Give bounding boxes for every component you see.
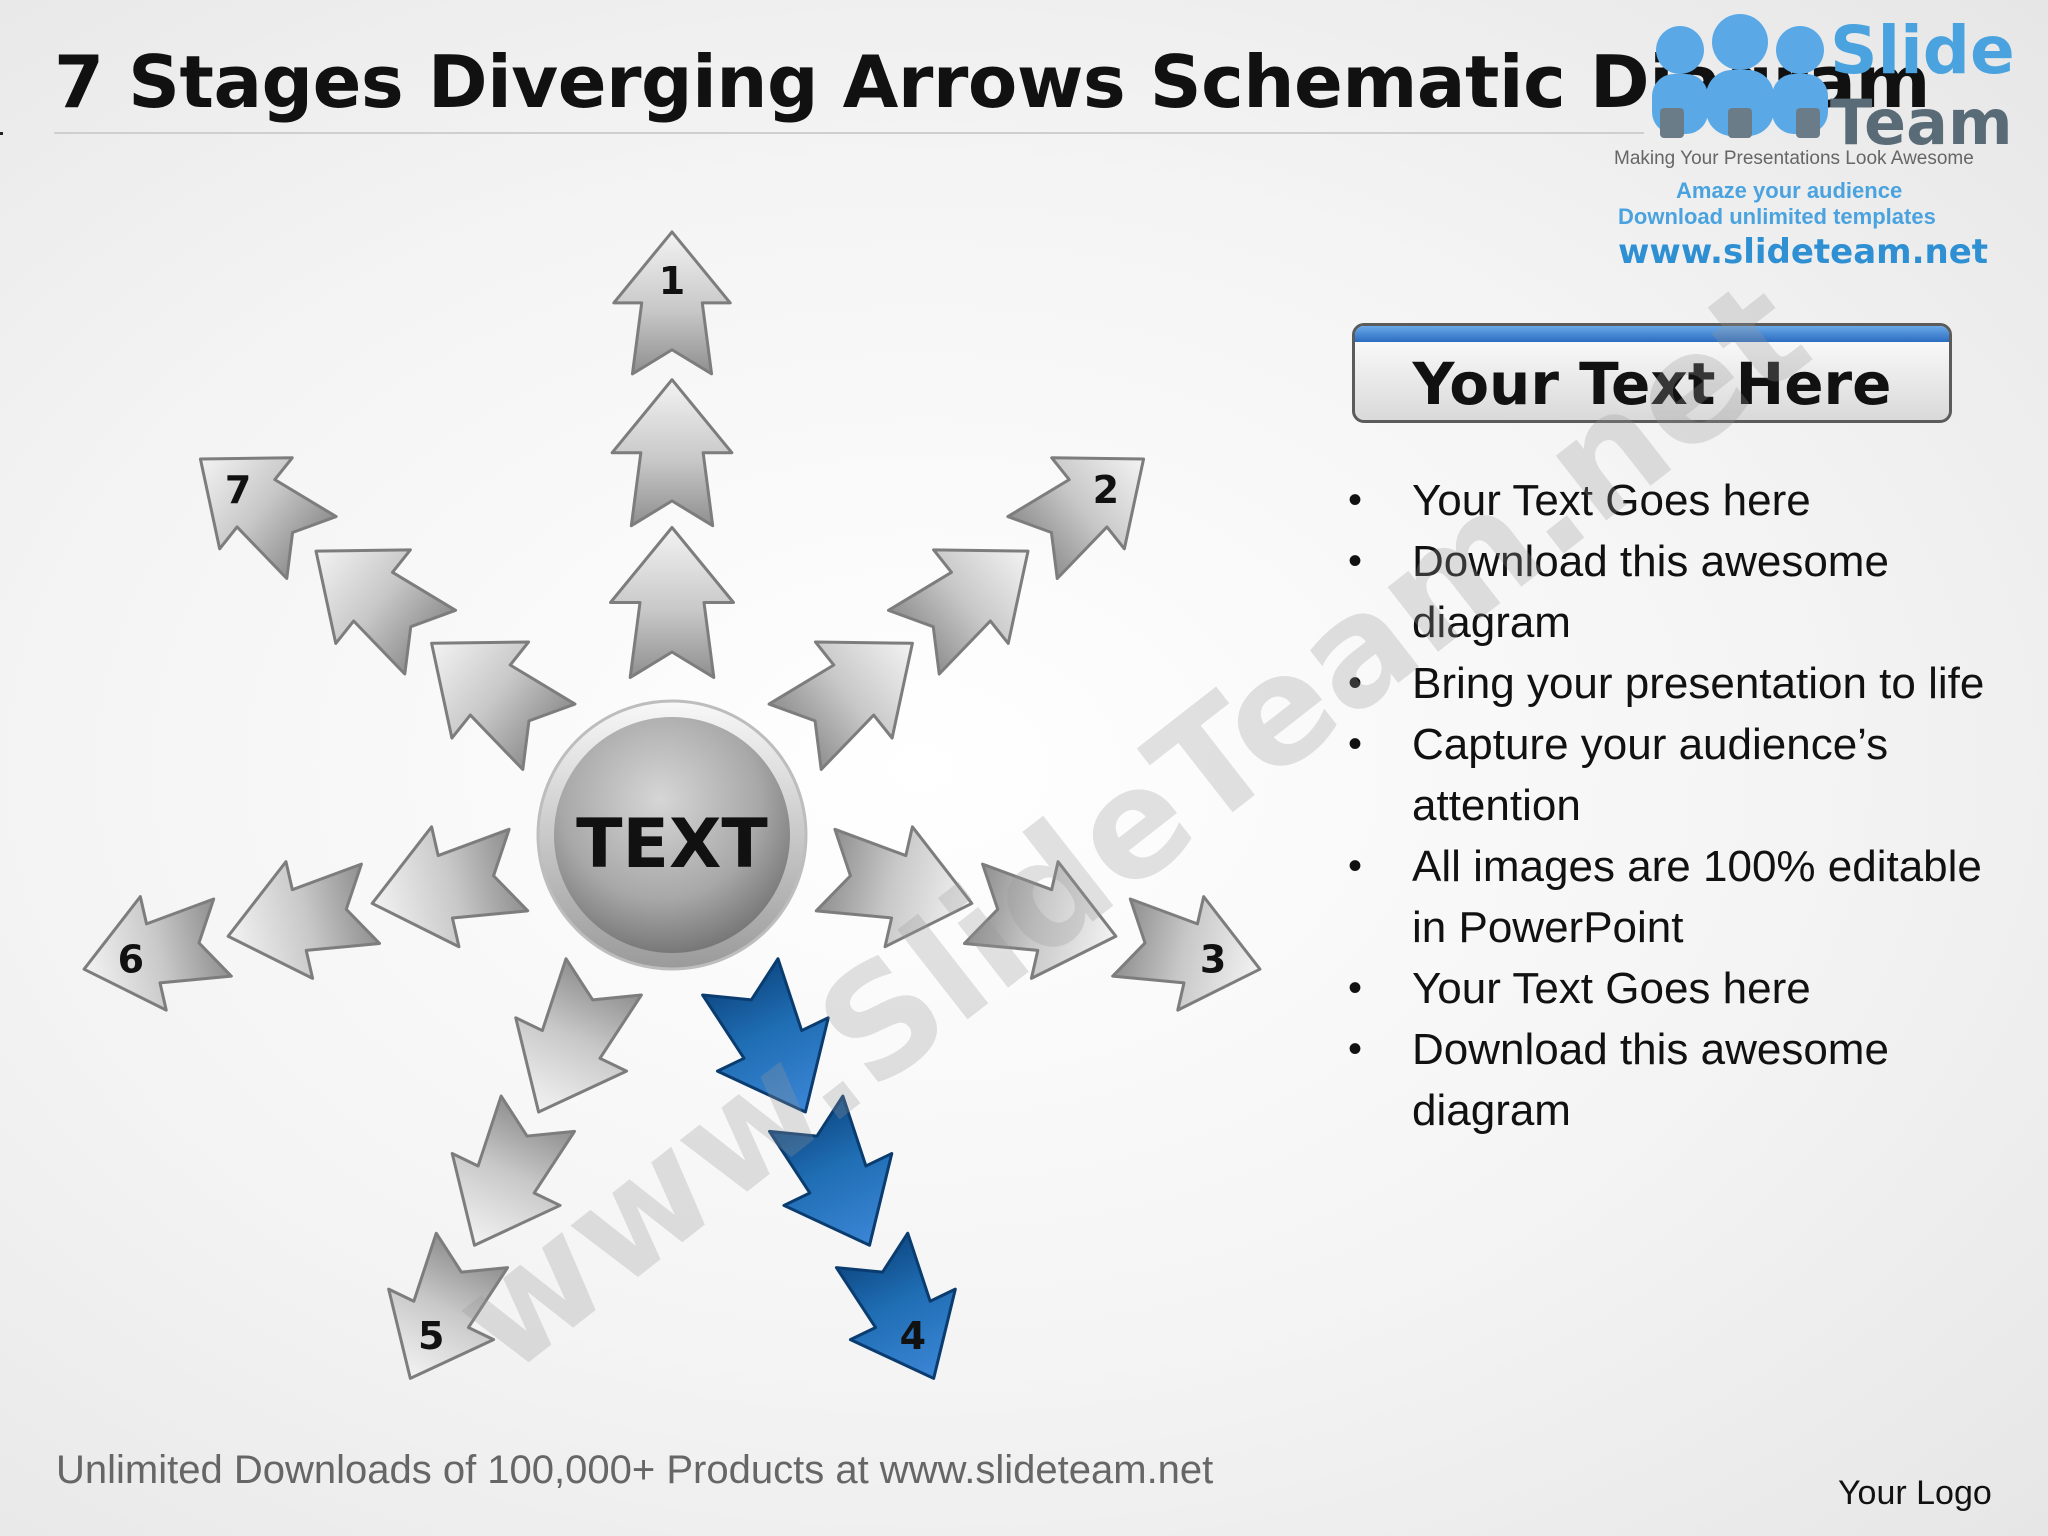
stage-4-arrow-3 — [834, 1231, 957, 1380]
center-hub: TEXT — [536, 699, 808, 971]
panel-heading-box: Your Text Here — [1352, 323, 1952, 423]
stage-7-arrow-1 — [430, 640, 577, 771]
title-divider — [54, 132, 1644, 134]
your-logo-placeholder: Your Logo — [1838, 1474, 1992, 1512]
stage-3-arrow-1 — [814, 825, 974, 949]
stage-1-arrow-3 — [612, 230, 732, 376]
stage-3-arrow-3 — [1111, 895, 1262, 1012]
stage-1-label: 1 — [659, 259, 685, 303]
bullet-list: Your Text Goes here Download this awesom… — [1340, 470, 2020, 1141]
bullet-item: Your Text Goes here — [1340, 470, 2020, 531]
stage-4-label: 4 — [900, 1314, 926, 1358]
arrows-layer — [82, 230, 1262, 1380]
logo-promo-line1: Amaze your audience — [1676, 178, 1903, 203]
stage-6-label: 6 — [118, 938, 144, 982]
stage-2-label: 2 — [1093, 468, 1119, 512]
bullet-item: All images are 100% editable in PowerPoi… — [1340, 836, 2020, 958]
corner-mark — [0, 132, 3, 135]
stage-7-arrow-3 — [198, 456, 338, 580]
bullet-item: Bring your presentation to life — [1340, 653, 2020, 714]
page-title: 7 Stages Diverging Arrows Schematic Diag… — [54, 40, 1931, 124]
stage-4-arrow-2 — [768, 1094, 894, 1247]
center-circle — [554, 717, 790, 953]
bullet-item: Download this awesome diagram — [1340, 531, 2020, 653]
stage-3-arrow-2 — [962, 860, 1118, 980]
footer-text: Unlimited Downloads of 100,000+ Products… — [56, 1448, 1214, 1492]
logo-tagline: Making Your Presentations Look Awesome — [1614, 148, 1974, 169]
people-logo-icon — [1652, 14, 1828, 138]
stage-4-arrow-1 — [701, 957, 830, 1114]
logo-promo-line2: Download unlimited templates — [1618, 204, 1936, 229]
slideteam-logo: Slide Team Making Your Presentations Loo… — [1610, 8, 2040, 272]
stage-5-arrow-1 — [514, 957, 643, 1114]
stage-7-label: 7 — [225, 468, 251, 512]
stage-5-arrow-3 — [387, 1231, 510, 1380]
stage-2-arrow-1 — [767, 640, 914, 771]
logo-brand-team: Team — [1830, 86, 2013, 159]
stage-labels: 1 2 3 4 5 6 7 — [118, 259, 1227, 1358]
panel-heading-accent-bar — [1355, 326, 1949, 342]
stage-7-arrow-2 — [314, 548, 458, 676]
stage-2-arrow-2 — [886, 548, 1030, 676]
stage-6-arrow-1 — [370, 825, 530, 949]
bullet-item: Your Text Goes here — [1340, 958, 2020, 1019]
logo-brand-slide: Slide — [1830, 12, 2015, 89]
center-label: TEXT — [576, 805, 768, 884]
panel-heading: Your Text Here — [1412, 350, 1892, 418]
stage-3-label: 3 — [1200, 938, 1226, 982]
stage-1-arrow-1 — [609, 526, 735, 679]
bullet-item: Download this awesome diagram — [1340, 1019, 2020, 1141]
stage-2-arrow-3 — [1006, 456, 1146, 580]
stage-5-arrow-2 — [450, 1094, 576, 1247]
bullet-item: Capture your audience’s attention — [1340, 714, 2020, 836]
stage-6-arrow-3 — [82, 895, 233, 1012]
stage-6-arrow-2 — [226, 860, 382, 980]
stage-5-label: 5 — [418, 1314, 444, 1358]
logo-url: www.slideteam.net — [1618, 232, 1989, 272]
diverging-arrows-diagram: TEXT 1 2 3 4 5 6 7 — [82, 230, 1262, 1380]
stage-1-arrow-2 — [610, 378, 734, 528]
